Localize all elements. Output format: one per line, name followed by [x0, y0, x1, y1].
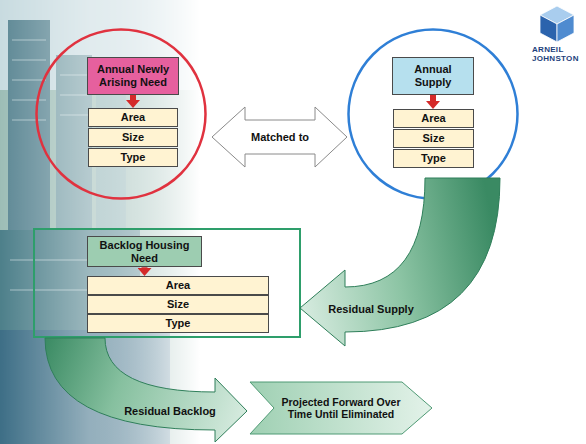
text-area: Residual Supply — [322, 289, 420, 330]
text-area: Type — [394, 150, 473, 167]
text-area: Size — [89, 129, 177, 146]
residual-backlog-arrow: Residual Backlog — [43, 336, 249, 444]
backlog-heading-box: Backlog Housing Need — [87, 236, 202, 267]
arrow-shape — [300, 178, 500, 346]
type-box: Type — [87, 314, 269, 333]
size-box: Size — [393, 129, 474, 148]
node-text: Area — [421, 112, 445, 125]
frame-outline — [34, 229, 300, 337]
node-text: Type — [121, 151, 146, 164]
text-area: Area — [88, 277, 268, 294]
text-area: Size — [88, 296, 268, 313]
text-area: Area — [89, 109, 177, 126]
node-text: Projected Forward Over Time Until Elimin… — [268, 396, 414, 420]
circle-outline — [349, 30, 518, 199]
residual-supply-arrow-outline — [296, 176, 504, 350]
node-text: Area — [121, 111, 145, 124]
node-text: Backlog Housing Need — [92, 239, 197, 264]
node-text: Type — [421, 152, 446, 165]
node-text: Annual Newly Arising Need — [92, 63, 174, 88]
need-heading-box: Annual Newly Arising Need — [87, 57, 179, 95]
need-circle: Annual Newly Arising NeedAreaSizeType — [35, 27, 207, 201]
text-area: Backlog Housing Need — [88, 237, 201, 266]
residual-backlog-arrow-outline — [43, 336, 249, 444]
supply-heading-box: Annual Supply — [392, 57, 474, 95]
node-text: Residual Supply — [328, 303, 414, 316]
node-text: Residual Backlog — [124, 405, 216, 418]
arrow-shape — [250, 382, 432, 434]
node-text: Size — [422, 132, 444, 145]
area-box: Area — [87, 276, 269, 295]
red-down-arrow — [130, 95, 136, 101]
red-down-arrow — [142, 267, 148, 269]
size-box: Size — [88, 128, 178, 147]
projected-forward-chevron: Projected Forward Over Time Until Elimin… — [248, 380, 434, 436]
arrow-shape — [212, 107, 347, 167]
type-box: Type — [393, 149, 474, 168]
supply-circle: Annual SupplyAreaSizeType — [347, 27, 519, 201]
size-box: Size — [87, 295, 269, 314]
text-area: Area — [394, 110, 473, 127]
text-area: Size — [394, 130, 473, 147]
text-area: Projected Forward Over Time Until Elimin… — [268, 383, 414, 433]
arrow-shape — [45, 338, 247, 442]
backlog-frame: Backlog Housing NeedAreaSizeType — [33, 228, 301, 338]
text-area: Type — [89, 149, 177, 166]
type-box: Type — [88, 148, 178, 167]
node-text: Annual Supply — [397, 63, 469, 88]
red-down-arrow — [430, 95, 436, 102]
area-box: Area — [393, 109, 474, 128]
text-area: Annual Supply — [393, 58, 473, 94]
text-area: Matched to — [245, 121, 315, 153]
logo-wordmark: ARNEIL JOHNSTON — [532, 46, 582, 64]
area-box: Area — [88, 108, 178, 127]
text-area: Annual Newly Arising Need — [88, 58, 178, 94]
node-text: Type — [166, 317, 191, 330]
node-text: Matched to — [251, 131, 309, 144]
text-area: Residual Backlog — [122, 394, 218, 428]
residual-supply-arrow: Residual Supply — [296, 176, 504, 350]
logo-cube — [540, 6, 574, 42]
node-text: Area — [166, 279, 190, 292]
circle-outline — [37, 30, 206, 199]
photo-building — [8, 20, 50, 230]
node-text: Size — [167, 298, 189, 311]
node-text: Size — [122, 131, 144, 144]
matched-double-arrow: Matched to — [211, 106, 349, 168]
text-area: Type — [88, 315, 268, 332]
